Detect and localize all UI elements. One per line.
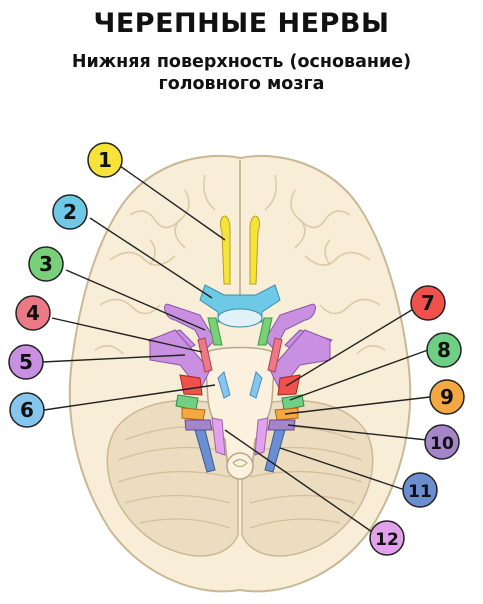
subtitle-line-1: Нижняя поверхность (основание): [71, 52, 412, 72]
marker-7: 7: [410, 285, 446, 321]
marker-10-circle: [424, 424, 460, 460]
marker-5-circle: [8, 344, 44, 380]
marker-1: 1: [87, 142, 123, 178]
oculomotor-nerve: [207, 317, 273, 346]
leader-lines: [41, 165, 431, 535]
marker-2-circle: [52, 194, 88, 230]
marker-1-label: 1: [98, 148, 112, 172]
marker-6: 6: [9, 392, 45, 428]
marker-4-label: 4: [26, 301, 40, 325]
marker-4: 4: [15, 295, 51, 331]
marker-11-circle: [402, 472, 438, 508]
marker-8-label: 8: [437, 338, 451, 362]
marker-9: 9: [429, 379, 465, 415]
marker-3-circle: [28, 246, 64, 282]
marker-12-circle: [369, 520, 405, 556]
subtitle-line-2: головного мозга: [158, 74, 325, 94]
marker-1-circle: [87, 142, 123, 178]
page-title: ЧЕРЕПНЫЕ НЕРВЫ: [93, 8, 390, 39]
marker-10: 10: [424, 424, 460, 460]
marker-8-circle: [426, 332, 462, 368]
marker-2: 2: [52, 194, 88, 230]
marker-4-circle: [15, 295, 51, 331]
marker-12: 12: [369, 520, 405, 556]
marker-11-label: 11: [408, 482, 432, 502]
marker-2-label: 2: [63, 200, 77, 224]
marker-7-label: 7: [421, 291, 435, 315]
optic-chiasm: [199, 284, 281, 328]
marker-9-label: 9: [440, 385, 454, 409]
marker-9-circle: [429, 379, 465, 415]
marker-8: 8: [426, 332, 462, 368]
marker-5-label: 5: [19, 350, 33, 374]
marker-6-label: 6: [20, 398, 34, 422]
marker-5: 5: [8, 344, 44, 380]
marker-7-circle: [410, 285, 446, 321]
marker-6-circle: [9, 392, 45, 428]
marker-3-label: 3: [39, 252, 53, 276]
marker-11: 11: [402, 472, 438, 508]
marker-12-label: 12: [375, 530, 399, 550]
marker-3: 3: [28, 246, 64, 282]
marker-10-label: 10: [430, 434, 454, 454]
trochlear-nerve: [197, 337, 283, 373]
olfactory-nerve: [220, 215, 260, 285]
